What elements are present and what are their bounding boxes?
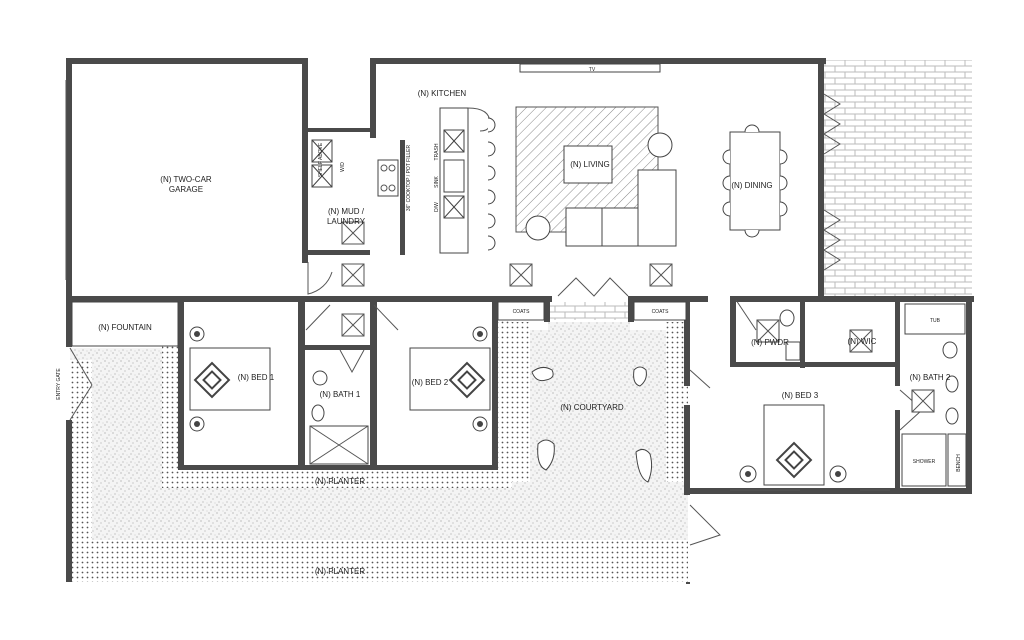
garage-label-1: (N) TWO-CAR (160, 175, 212, 184)
skylights (341, 221, 673, 337)
courtyard-label: (N) COURTYARD (560, 403, 623, 412)
kitchen-island (439, 107, 496, 254)
sink-label: SINK (434, 176, 440, 188)
sectional-sofa (565, 169, 677, 247)
planter-outer-label: (N) PLANTER (315, 567, 365, 576)
tv-label: TV (589, 67, 596, 73)
fountain-label: (N) FOUNTAIN (98, 323, 152, 332)
wd-label: W/D (340, 162, 346, 172)
planter-inner-label: (N) PLANTER (315, 477, 365, 486)
shower-label: SHOWER (913, 459, 936, 465)
kitchen-label: (N) KITCHEN (418, 89, 467, 98)
entry-gate-label: ENTRY GATE (56, 368, 62, 400)
dw-label: D/W (434, 202, 440, 212)
fountain (71, 301, 179, 347)
bed-3 (739, 404, 847, 486)
bed-3-label: (N) BED 3 (782, 391, 819, 400)
shelf-above-label: SHELF ABOVE (318, 142, 324, 177)
courtyard-area (70, 320, 688, 582)
stepping-stones (531, 366, 653, 483)
coats-left-closet (497, 301, 545, 321)
dining-table (722, 124, 788, 238)
bed-1 (189, 326, 271, 432)
bed-2 (409, 326, 491, 432)
pwdr-fixtures (756, 309, 801, 361)
entry-pavers (550, 302, 628, 320)
pot-filler-label: 36" COOKTOP / POT FILLER (406, 144, 412, 211)
bench-label: BENCH (956, 454, 962, 472)
walls (66, 58, 974, 584)
wic-fixtures (849, 329, 873, 353)
cooktop (377, 159, 399, 197)
side-table (647, 132, 673, 158)
pwdr-label: (N) PWDR (751, 338, 789, 347)
bed-2-label: (N) BED 2 (412, 378, 449, 387)
bath-1-label: (N) BATH 1 (320, 390, 361, 399)
mud-label-2: LAUNDRY (327, 217, 366, 226)
laundry-units (311, 139, 333, 188)
living-label: (N) LIVING (570, 160, 610, 169)
side-table-2 (525, 215, 551, 241)
tub-label: TUB (930, 318, 941, 324)
door-swings (69, 262, 926, 546)
dining-label: (N) DINING (731, 181, 772, 190)
coats-right-label: COATS (652, 309, 670, 315)
bath-2-label: (N) BATH 2 (910, 373, 951, 382)
wic-label: (N) WIC (848, 337, 877, 346)
bath-1-fixtures (309, 370, 369, 465)
folding-doors (557, 93, 841, 297)
garage-label-2: GARAGE (169, 185, 203, 194)
trash-label: TRASH (434, 143, 440, 160)
bath-2-fixtures (901, 303, 967, 487)
coats-left-label: COATS (513, 309, 531, 315)
mud-label-1: (N) MUD / (328, 207, 365, 216)
coats-right-closet (633, 301, 687, 321)
bed-1-label: (N) BED 1 (238, 373, 275, 382)
coffee-table (563, 145, 613, 184)
brick-patio (822, 60, 972, 298)
tv-unit (519, 63, 661, 73)
